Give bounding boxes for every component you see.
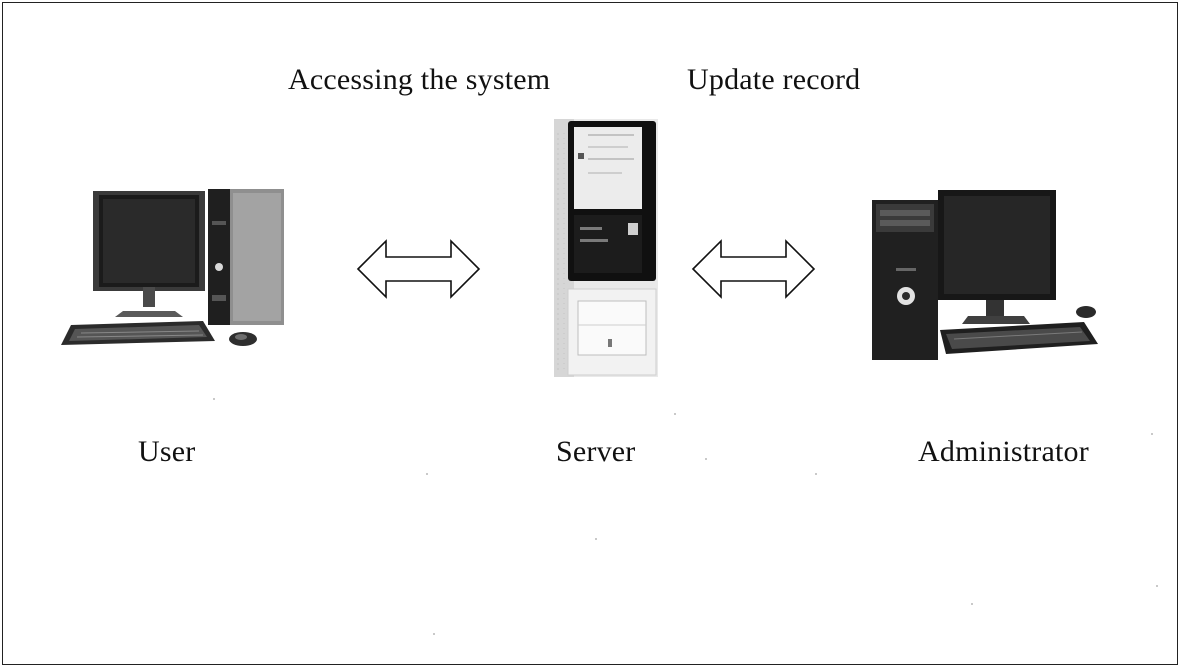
- double-arrow-icon: [691, 239, 816, 299]
- scan-speck: [674, 413, 676, 415]
- scan-speck: [1156, 585, 1158, 587]
- node-label-server: Server: [556, 435, 636, 468]
- scan-speck: [433, 633, 435, 635]
- scan-speck: [971, 603, 973, 605]
- double-arrow-icon: [356, 239, 481, 299]
- node-label-administrator: Administrator: [918, 435, 1089, 468]
- server-tower-icon: [554, 119, 658, 377]
- scan-speck: [426, 473, 428, 475]
- scan-speck: [595, 538, 597, 540]
- scan-speck: [815, 473, 817, 475]
- admin-computer-icon: [872, 190, 1098, 360]
- scan-speck: [1151, 433, 1153, 435]
- node-label-user: User: [138, 435, 196, 468]
- user-computer-icon: [61, 189, 284, 346]
- scan-speck: [213, 398, 215, 400]
- flow-label-update: Update record: [687, 63, 861, 96]
- scan-speck: [705, 458, 707, 460]
- flow-label-accessing: Accessing the system: [288, 63, 551, 96]
